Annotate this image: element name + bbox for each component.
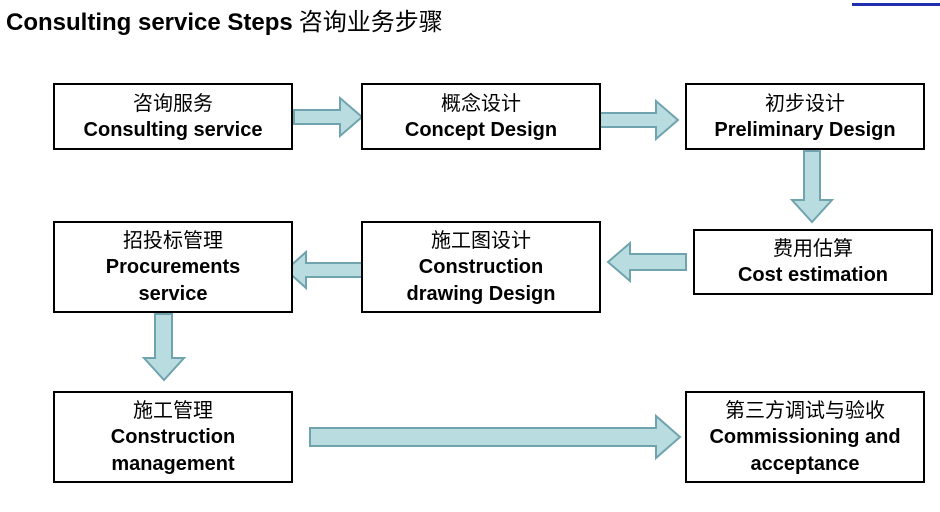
step-label-en-line1: Procurements <box>105 255 241 278</box>
step-label-zh: 费用估算 <box>773 236 853 260</box>
top-accent-rule <box>852 3 940 6</box>
step-consulting-service: 咨询服务 Consulting service <box>53 83 293 150</box>
step-label-zh: 概念设计 <box>441 90 521 115</box>
step-label-zh: 施工图设计 <box>431 227 531 252</box>
arrow-cost-to-construction-drawing <box>606 240 687 284</box>
step-preliminary-design: 初步设计 Preliminary Design <box>685 83 925 150</box>
step-label-en-line2: acceptance <box>750 452 860 475</box>
page-title-zh: 咨询业务步骤 <box>298 8 443 36</box>
arrow-procurements-to-construction-management <box>141 313 187 382</box>
arrow-concept-to-preliminary <box>599 98 680 142</box>
step-label-en-line1: Construction <box>418 255 544 278</box>
step-construction-drawing-design: 施工图设计 Construction drawing Design <box>361 221 601 313</box>
step-label-zh: 初步设计 <box>765 90 845 115</box>
step-construction-management: 施工管理 Construction management <box>53 391 293 483</box>
step-label-en-line1: Commissioning and <box>709 425 901 448</box>
arrow-preliminary-to-cost <box>789 150 835 224</box>
arrow-construction-drawing-to-procurements <box>284 249 363 291</box>
step-label-zh: 咨询服务 <box>133 90 213 115</box>
step-procurements-service: 招投标管理 Procurements service <box>53 221 293 313</box>
arrow-construction-management-to-commissioning <box>309 413 682 461</box>
step-cost-estimation: 费用估算 Cost estimation <box>693 229 933 295</box>
step-label-en: Cost estimation <box>737 264 889 286</box>
step-label-en-line2: service <box>138 282 208 305</box>
step-label-en-line2: drawing Design <box>406 282 556 305</box>
step-commissioning-acceptance: 第三方调试与验收 Commissioning and acceptance <box>685 391 925 483</box>
step-label-en: Consulting service <box>83 118 263 141</box>
step-label-zh: 招投标管理 <box>123 227 223 252</box>
step-label-en-line1: Construction <box>110 425 236 448</box>
step-label-en: Preliminary Design <box>714 118 896 141</box>
step-label-en-line2: management <box>111 452 235 475</box>
step-label-zh: 施工管理 <box>133 397 213 422</box>
step-label-zh: 第三方调试与验收 <box>725 397 885 422</box>
step-label-en: Concept Design <box>404 118 558 141</box>
arrow-consulting-to-concept <box>293 95 364 139</box>
step-concept-design: 概念设计 Concept Design <box>361 83 601 150</box>
page-title-en: Consulting service Steps <box>6 9 293 36</box>
